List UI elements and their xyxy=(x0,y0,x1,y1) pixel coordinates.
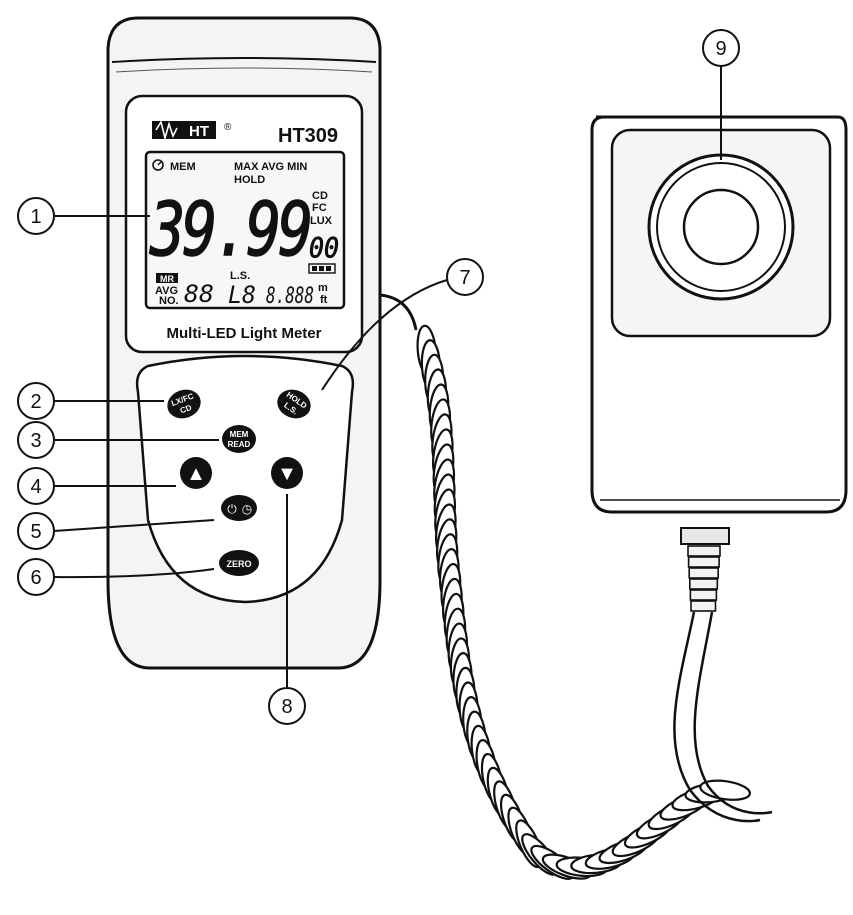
strain-relief-rib xyxy=(689,589,718,601)
callout-1-label: 1 xyxy=(30,206,41,228)
read-button-label: READ xyxy=(228,440,251,449)
up-button[interactable]: ▲ xyxy=(180,457,212,489)
lcd-unit-lux: LUX xyxy=(310,215,333,227)
callout-5: 5 xyxy=(17,512,55,550)
brand-registered-mark: ® xyxy=(224,122,232,133)
callout-7-label: 7 xyxy=(459,267,470,289)
lcd-unit-fc: FC xyxy=(312,202,327,214)
lcd-avg-label: AVG xyxy=(155,285,178,297)
callout-9-label: 9 xyxy=(715,38,726,60)
lcd-exponent: 00 xyxy=(309,231,339,264)
callout-2: 2 xyxy=(17,382,55,420)
callout-7: 7 xyxy=(446,258,484,296)
cable-coil-loop xyxy=(699,779,751,801)
callout-8: 8 xyxy=(268,687,306,725)
lcd-mr-box xyxy=(156,273,178,283)
zero-button-label: ZERO xyxy=(226,559,251,569)
mem-button-label: MEM xyxy=(230,430,249,439)
model-name: HT309 xyxy=(278,125,338,147)
callout-2-label: 2 xyxy=(30,391,41,413)
callout-5-label: 5 xyxy=(30,521,41,543)
cd-button-label: CD xyxy=(179,403,193,415)
sensor-cord xyxy=(673,527,773,823)
lcd-display xyxy=(144,150,346,310)
callout-4-label: 4 xyxy=(30,476,41,498)
hold-ls-button[interactable]: HOLD L.S. xyxy=(273,385,315,423)
down-arrow-icon: ▼ xyxy=(277,463,297,485)
lcd-no-label: NO. xyxy=(159,295,179,307)
lcd-unit-m: m xyxy=(318,282,328,294)
strain-relief-rib xyxy=(688,578,719,590)
lcd-clock-icon xyxy=(152,159,164,171)
callout-1: 1 xyxy=(17,197,55,235)
callout-9: 9 xyxy=(702,29,740,67)
lcd-hold-label: HOLD xyxy=(234,174,265,186)
lcd-ls-label: L.S. xyxy=(230,270,250,282)
lcd-ls-digits: L8 xyxy=(228,281,256,309)
battery-icon xyxy=(308,263,336,274)
light-sensor-head xyxy=(590,115,848,514)
power-timer-button[interactable]: ⏻ ◷ xyxy=(221,495,257,521)
lcd-mem-label: MEM xyxy=(170,161,196,173)
lxfc-cd-button[interactable]: LX/FC CD xyxy=(163,385,205,423)
lcd-main-reading: 39.99 xyxy=(149,187,310,273)
up-arrow-icon: ▲ xyxy=(186,463,206,485)
callout-8-label: 8 xyxy=(281,696,292,718)
lcd-memory-number: 88 xyxy=(184,280,214,308)
lcd-distance-reading: 8.888 xyxy=(266,284,314,309)
callout-3-label: 3 xyxy=(30,430,41,452)
photo-sensor-dome xyxy=(682,188,760,266)
meter-name-label: Multi-LED Light Meter xyxy=(167,325,322,342)
callout-leaders xyxy=(53,66,722,688)
strain-relief-rib xyxy=(690,600,717,612)
strain-relief-rib xyxy=(688,567,720,579)
cable-coil-loops xyxy=(416,324,751,880)
brand-logo: HT ® xyxy=(152,119,232,142)
zero-button[interactable]: ZERO xyxy=(219,550,259,576)
lcd-unit-ft: ft xyxy=(320,294,328,306)
lcd-mr-label: MR xyxy=(160,274,174,284)
strain-relief-rib xyxy=(687,556,720,568)
down-button[interactable]: ▼ xyxy=(271,457,303,489)
callout-4: 4 xyxy=(17,467,55,505)
lcd-max-avg-min-label: MAX AVG MIN xyxy=(234,161,307,173)
power-icon: ⏻ xyxy=(227,502,237,516)
callout-6: 6 xyxy=(17,558,55,596)
callout-3: 3 xyxy=(17,421,55,459)
mem-read-button[interactable]: MEM READ xyxy=(222,425,256,453)
timer-icon: ◷ xyxy=(242,502,253,516)
lcd-unit-cd: CD xyxy=(312,190,328,202)
strain-relief-rib xyxy=(687,545,721,557)
brand-text: HT xyxy=(189,123,209,140)
callout-6-label: 6 xyxy=(30,567,41,589)
